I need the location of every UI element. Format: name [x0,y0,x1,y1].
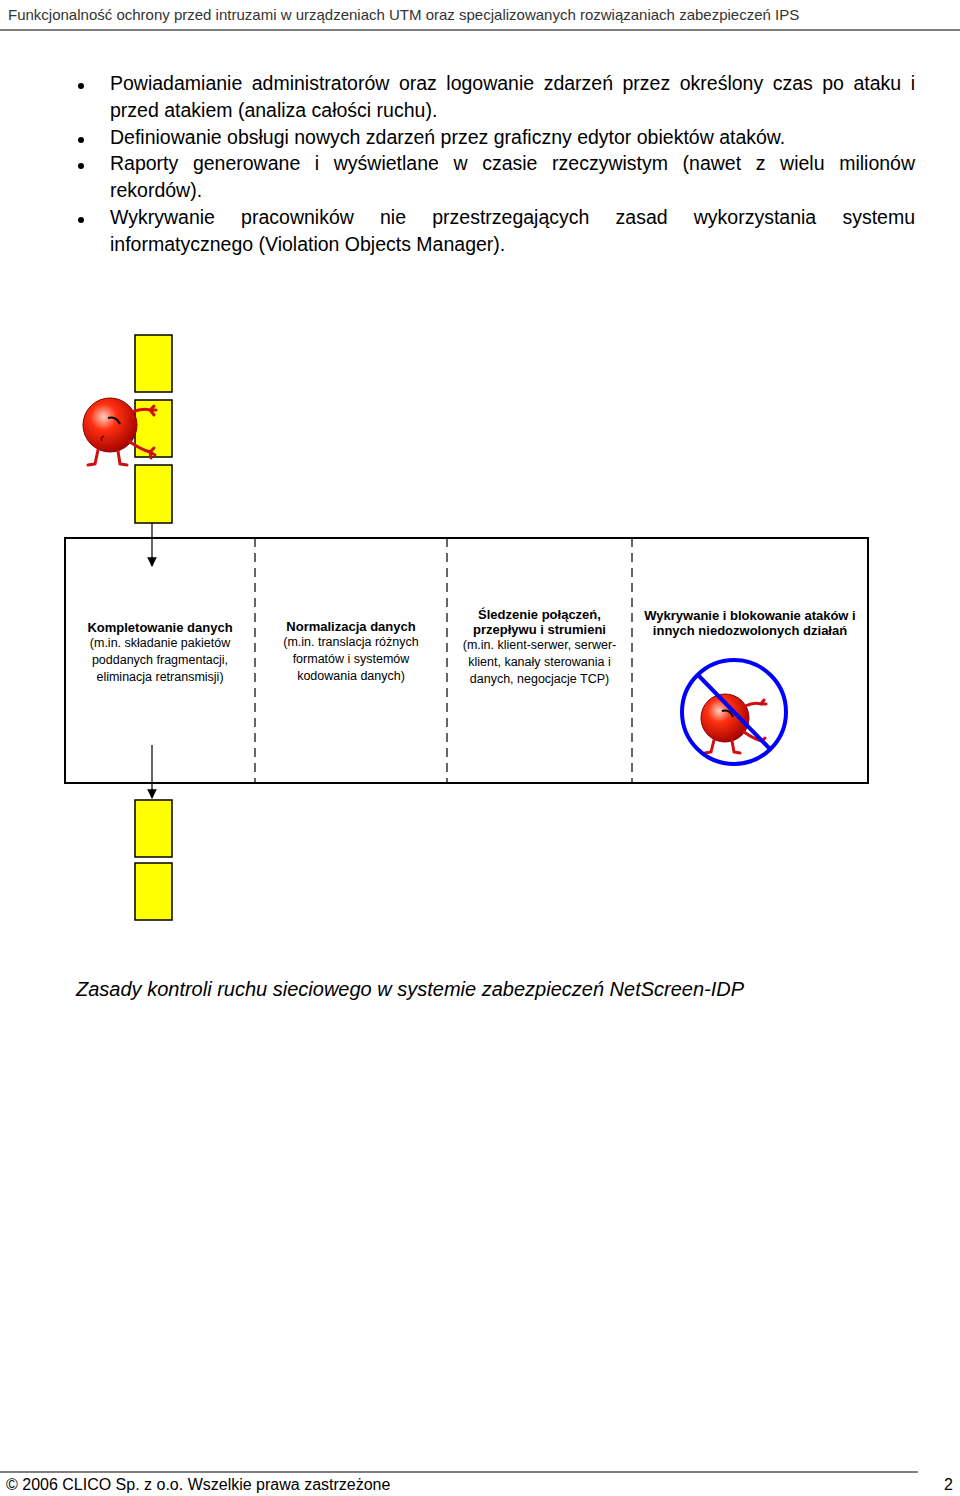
packets-out [135,800,172,920]
flow-arrow-out [151,783,152,798]
stage-detail: (m.in. translacja różnych formatów i sys… [262,634,440,685]
stage-heading: Kompletowanie danych [72,620,248,635]
footer-rule [0,1472,918,1473]
stage-heading: Wykrywanie i blokowanie ataków i innych … [639,608,861,638]
running-header: Funkcjonalność ochrony przed intruzami w… [8,6,799,24]
stage-heading: Normalizacja danych [262,619,440,634]
header-rule [0,30,960,31]
bullet-dot [78,83,84,89]
bullet-text: Definiowanie obsługi nowych zdarzeń prze… [110,124,915,151]
page-number: 2 [944,1476,953,1494]
attacker-figure [83,398,156,465]
stage-detail: (m.in. klient-serwer, serwer-klient, kan… [454,637,625,688]
bullet-text: Powiadamianie administratorów oraz logow… [110,70,915,124]
flow-line [151,745,152,783]
stage-column: Normalizacja danych(m.in. translacja róż… [258,617,444,687]
figure-caption: Zasady kontroli ruchu sieciowego w syste… [76,977,744,1001]
stage-column: Śledzenie połączeń, przepływu i strumien… [450,605,629,690]
bullet-dot [78,163,84,169]
bullet-text: Wykrywanie pracowników nie przestrzegają… [110,204,915,258]
bullet-dot [78,137,84,143]
bullet-text: Raporty generowane i wyświetlane w czasi… [110,150,915,204]
stage-detail: (m.in. składanie pakietów poddanych frag… [72,635,248,686]
stage-column: Wykrywanie i blokowanie ataków i innych … [635,606,865,640]
footer-copyright: © 2006 CLICO Sp. z o.o. Wszelkie prawa z… [6,1476,390,1494]
packets-in [135,335,172,523]
bullet-dot [78,217,84,223]
stage-column: Kompletowanie danych(m.in. składanie pak… [68,618,252,688]
inspection-box [65,538,868,783]
stage-dividers [255,538,632,783]
stage-heading: Śledzenie połączeń, przepływu i strumien… [454,607,625,637]
flow-arrow-in [151,523,152,566]
blocked-attacker [682,660,786,764]
